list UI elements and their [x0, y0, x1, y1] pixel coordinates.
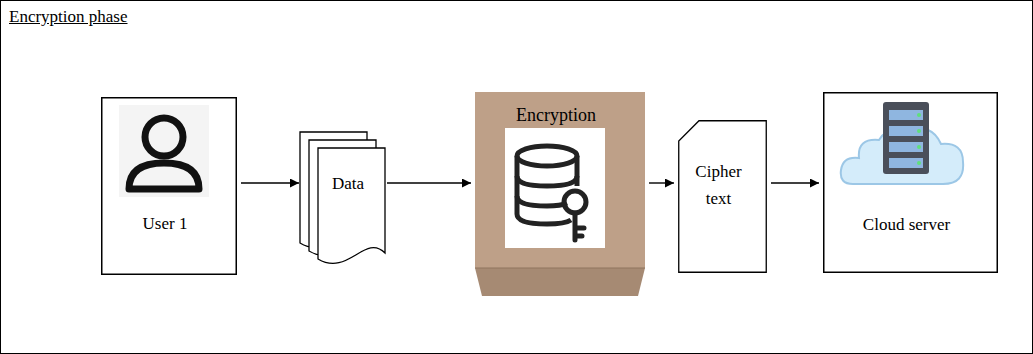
- server-leds: [917, 113, 921, 165]
- node-label: Encryption: [471, 104, 641, 127]
- server-slot: [889, 110, 923, 120]
- phase-heading: Encryption phase: [9, 6, 128, 27]
- server-slots: [889, 110, 923, 168]
- data-documents-outline: [299, 131, 387, 267]
- database-key-icon: [505, 128, 605, 248]
- flow-arrow: [387, 182, 471, 183]
- document-page: [318, 148, 385, 263]
- icon-ground: [119, 105, 209, 197]
- box-border: [824, 93, 998, 273]
- user-shoulders: [129, 163, 199, 189]
- box-edge: [475, 268, 645, 269]
- flow-arrow: [649, 182, 674, 183]
- encryption-box: Encryption: [471, 92, 649, 298]
- node-label: Data: [332, 173, 364, 194]
- server-slot: [889, 142, 923, 152]
- user-icon: [119, 105, 209, 197]
- key-shaft: [575, 213, 584, 240]
- key-bow: [564, 191, 586, 213]
- server-led: [917, 161, 921, 165]
- flow-arrow: [241, 182, 299, 183]
- node-label: Cloud server: [819, 214, 994, 235]
- icon-ground: [505, 128, 605, 248]
- server-led: [917, 145, 921, 149]
- server-slot: [889, 158, 923, 168]
- user-head: [145, 118, 183, 156]
- node-label: User 1: [97, 213, 233, 234]
- flow-arrow: [771, 182, 819, 183]
- server-led: [917, 129, 921, 133]
- db-body: [517, 156, 571, 224]
- cloud-server-icon: [839, 98, 967, 194]
- ciphertext-document: Cipher text: [674, 120, 771, 273]
- box-base: [475, 268, 645, 296]
- server-rack: [883, 102, 929, 174]
- box-border: [102, 98, 237, 275]
- server-led: [917, 113, 921, 117]
- db-top: [517, 146, 577, 166]
- user-box: User 1: [97, 97, 241, 275]
- data-documents: Data: [299, 131, 387, 267]
- key-symbol: [564, 191, 586, 240]
- cloud-server-box: Cloud server: [819, 92, 1002, 273]
- db-band: [517, 176, 577, 186]
- db-band: [517, 196, 567, 206]
- node-label: Cipher text: [674, 158, 763, 212]
- server-slot: [889, 126, 923, 136]
